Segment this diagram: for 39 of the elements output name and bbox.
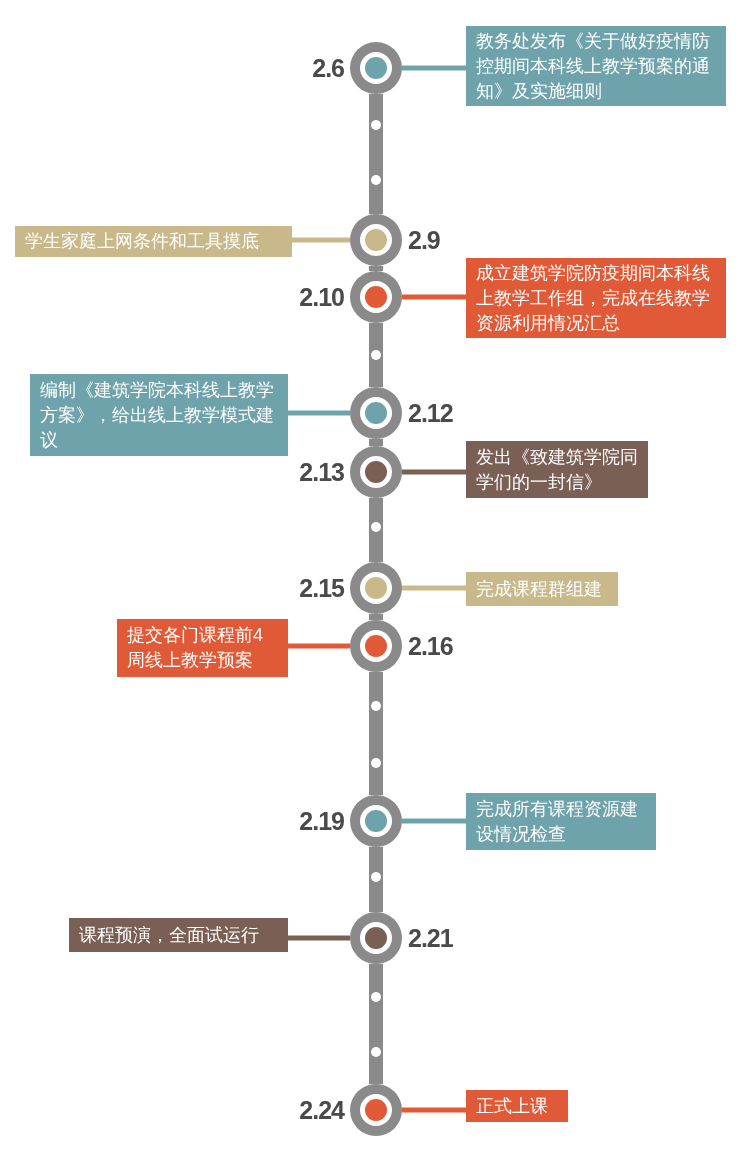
connector-line (292, 237, 350, 243)
timeline-track (369, 498, 383, 562)
connector-line (402, 469, 466, 475)
date-label: 2.16 (408, 631, 453, 662)
event-box: 编制《建筑学院本科线上教学方案》，给出线上教学模式建议 (30, 374, 288, 456)
date-label: 2.24 (299, 1095, 344, 1126)
event-box: 完成课程群组建 (466, 572, 618, 606)
event-box: 发出《致建筑学院同学们的一封信》 (466, 441, 648, 498)
date-label: 2.13 (299, 457, 344, 488)
date-label: 2.21 (408, 923, 453, 954)
date-label: 2.6 (312, 53, 344, 84)
event-box: 学生家庭上网条件和工具摸底 (15, 226, 292, 257)
event-box: 提交各门课程前4周线上教学预案 (117, 619, 288, 677)
timeline-track (369, 323, 383, 387)
date-label: 2.12 (408, 398, 453, 429)
timeline-track (369, 266, 383, 271)
timeline-track (369, 439, 383, 446)
connector-line (402, 585, 466, 591)
timeline-track (369, 614, 383, 620)
connector-line (288, 643, 350, 649)
event-box: 完成所有课程资源建设情况检查 (466, 793, 656, 850)
connector-line (402, 65, 466, 71)
timeline-track (369, 672, 383, 795)
connector-line (402, 818, 466, 824)
event-box: 教务处发布《关于做好疫情防控期间本科线上教学预案的通知》及实施细则 (466, 26, 726, 106)
timeline-track (369, 94, 383, 214)
date-label: 2.15 (299, 573, 344, 604)
event-box: 成立建筑学院防疫期间本科线上教学工作组，完成在线教学资源利用情况汇总 (466, 258, 726, 338)
event-box: 课程预演，全面试运行 (69, 918, 288, 952)
date-label: 2.10 (299, 282, 344, 313)
connector-line (402, 1107, 466, 1113)
connector-line (288, 935, 350, 941)
timeline-track (369, 964, 383, 1084)
timeline-track (369, 847, 383, 912)
date-label: 2.19 (299, 806, 344, 837)
connector-line (402, 294, 466, 300)
event-box: 正式上课 (466, 1090, 568, 1122)
date-label: 2.9 (408, 225, 440, 256)
connector-line (288, 410, 350, 416)
